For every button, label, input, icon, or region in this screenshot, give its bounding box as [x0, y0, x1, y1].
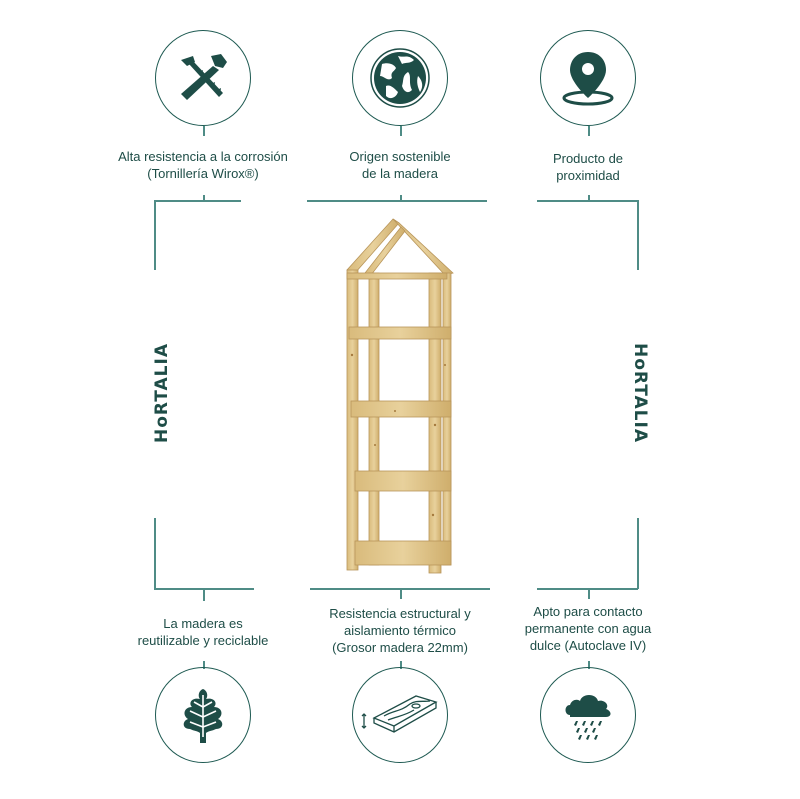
feature-icon-circle-water [540, 667, 636, 763]
connector-tick [400, 661, 402, 669]
bracket-tick [203, 195, 205, 201]
label-line: Resistencia estructural y [329, 606, 471, 621]
label-line: Apto para contacto [533, 604, 643, 619]
bracket-bottom-right-horizontal [537, 588, 638, 590]
feature-label-proximity: Producto de proximidad [488, 150, 688, 184]
label-line: Alta resistencia a la corrosión [118, 149, 288, 164]
bracket-tick [400, 589, 402, 599]
brand-logo-right: HoRTALIA [629, 343, 650, 443]
label-line: reutilizable y reciclable [137, 633, 269, 648]
bracket-bottom-right-vertical [637, 518, 639, 589]
connector-tick [588, 661, 590, 669]
feature-label-water-contact: Apto para contacto permanente con agua d… [488, 603, 688, 654]
bracket-bottom-center-horizontal [310, 588, 490, 590]
bracket-tick [400, 195, 402, 201]
bracket-bottom-left-vertical [154, 518, 156, 589]
connector-tick [203, 661, 205, 669]
feature-icon-circle-proximity [540, 30, 636, 126]
bracket-tick [588, 195, 590, 201]
product-image-house-shelf [335, 215, 465, 575]
feature-icon-circle-corrosion [155, 30, 251, 126]
label-line: (Tornillería Wirox®) [147, 166, 259, 181]
connector-tick [203, 126, 205, 136]
location-pin-icon [562, 52, 614, 106]
feature-label-sustainable: Origen sostenible de la madera [300, 148, 500, 182]
brand-logo-left: HoRTALIA [151, 343, 172, 443]
label-line: proximidad [556, 168, 620, 183]
label-line: (Grosor madera 22mm) [332, 640, 468, 655]
label-line: de la madera [362, 166, 438, 181]
connector-tick [588, 126, 590, 136]
bracket-tick [588, 589, 590, 599]
feature-icon-circle-recyclable [155, 667, 251, 763]
feature-icon-circle-sustainable [352, 30, 448, 126]
label-line: Producto de [552, 151, 624, 166]
screws-icon [181, 54, 227, 100]
connector-tick [400, 126, 402, 136]
feature-icon-circle-structural [352, 667, 448, 763]
wood-plank-icon [361, 695, 438, 733]
feature-label-structural: Resistencia estructural y aislamiento té… [300, 605, 500, 656]
label-line: aislamiento térmico [344, 623, 456, 638]
oak-leaf-icon [183, 689, 223, 743]
bracket-top-left-horizontal [154, 200, 241, 202]
feature-label-corrosion: Alta resistencia a la corrosión (Tornill… [103, 148, 303, 182]
bracket-top-left-vertical [154, 200, 156, 270]
globe-icon [370, 48, 430, 108]
bracket-top-right-vertical [637, 200, 639, 270]
label-line: Origen sostenible [349, 149, 451, 164]
bracket-bottom-left-horizontal [154, 588, 254, 590]
rain-cloud-icon [565, 695, 611, 740]
bracket-tick [203, 589, 205, 601]
label-line: permanente con agua [524, 621, 652, 636]
bracket-top-center-horizontal [307, 200, 487, 202]
label-line: La madera es [163, 616, 243, 631]
bracket-top-right-horizontal [537, 200, 638, 202]
label-line: dulce (Autoclave IV) [529, 638, 647, 653]
feature-label-recyclable: La madera es reutilizable y reciclable [103, 615, 303, 649]
